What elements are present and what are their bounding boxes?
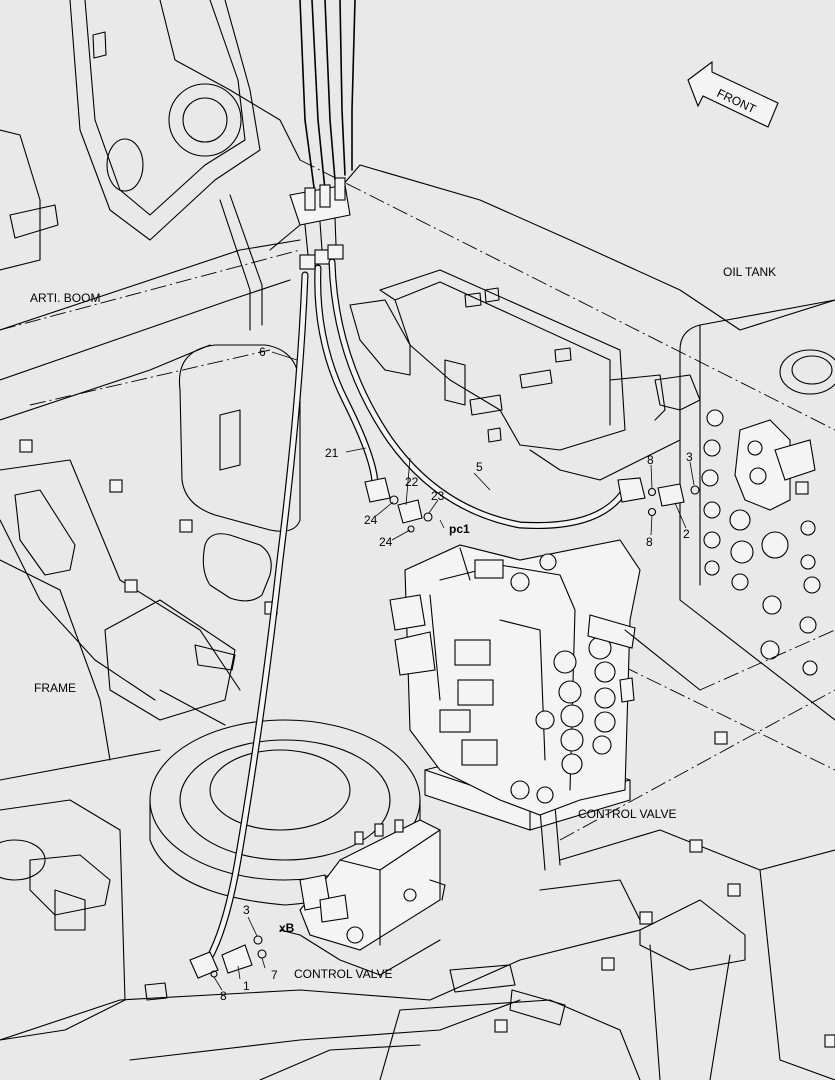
callout-leaders (213, 351, 695, 991)
oil-tank-label: OIL TANK (723, 265, 776, 279)
hose-21 (314, 264, 379, 489)
front-arrow-icon: FRONT (687, 60, 779, 128)
callout-24-upper: 24 (364, 513, 378, 527)
frame-label: FRAME (34, 681, 76, 695)
callout-23: 23 (431, 489, 445, 503)
callout-5: 5 (476, 460, 483, 474)
callout-7: 7 (271, 968, 278, 982)
callout-21: 21 (325, 446, 339, 460)
callout-24-lower: 24 (379, 535, 393, 549)
hose-6 (201, 271, 309, 969)
callout-1: 1 (243, 979, 250, 993)
control-valve-lower-label: CONTROL VALVE (294, 967, 392, 981)
pilot-hose-bundle (289, 0, 356, 270)
callout-3-lower: 3 (243, 903, 250, 917)
callout-8-lower: 8 (220, 989, 227, 1003)
callout-8-middle: 8 (646, 535, 653, 549)
port-pc1-label: pc1 (449, 522, 470, 536)
callout-6: 6 (259, 345, 266, 359)
tank-port-bosses (701, 409, 821, 676)
callout-22: 22 (405, 475, 419, 489)
hose-5 (328, 258, 629, 530)
control-valve-main-label: CONTROL VALVE (578, 807, 676, 821)
callout-3-upper: 3 (686, 450, 693, 464)
callout-8-upper: 8 (647, 453, 654, 467)
hose-fittings (189, 477, 700, 979)
callout-2: 2 (683, 527, 690, 541)
lower-control-valve (279, 819, 446, 976)
arti-boom-label: ARTI. BOOM (30, 291, 100, 305)
port-xb-label: xB (279, 921, 295, 935)
valve-spool-caps (510, 636, 616, 804)
main-control-valve (389, 539, 701, 871)
